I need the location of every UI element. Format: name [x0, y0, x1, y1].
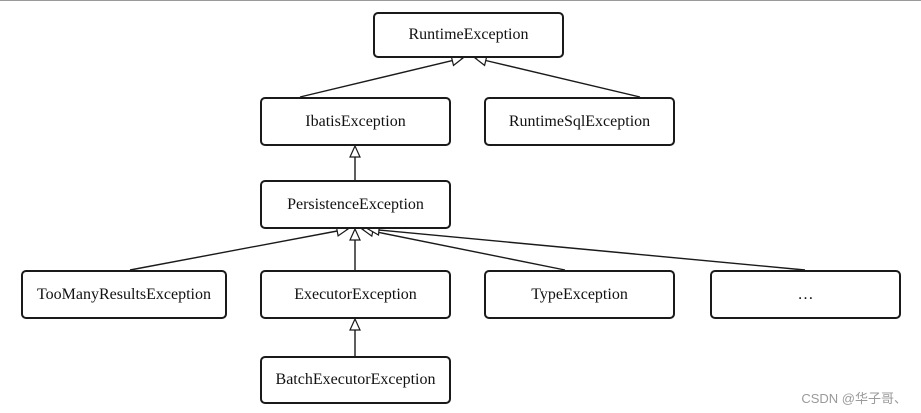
- inheritance-arrowhead-persistence_exception: [349, 144, 361, 158]
- node-runtime-sql-exception: RuntimeSqlException: [484, 97, 675, 146]
- node-batch-executor-exception: BatchExecutorException: [260, 356, 451, 404]
- node-runtime-exception: RuntimeException: [373, 12, 564, 58]
- node-more-ellipsis: …: [710, 270, 901, 319]
- edge-runtime_sql_exception-to-runtime_exception: [485, 59, 641, 98]
- inheritance-arrowhead-batch_executor_exception: [349, 317, 361, 331]
- node-executor-exception: ExecutorException: [260, 270, 451, 319]
- edge-type_exception-to-persistence_exception: [372, 230, 566, 271]
- edge-ibatis_exception-to-runtime_exception: [299, 59, 453, 98]
- top-border-line: [0, 0, 921, 1]
- edge-more-to-persistence_exception: [378, 229, 806, 271]
- edge-too_many_results_exception-to-persistence_exception: [129, 230, 338, 271]
- node-ibatis-exception: IbatisException: [260, 97, 451, 146]
- inheritance-arrowhead-executor_exception: [349, 227, 361, 241]
- node-type-exception: TypeException: [484, 270, 675, 319]
- node-persistence-exception: PersistenceException: [260, 180, 451, 229]
- node-too-many-results-exception: TooManyResultsException: [21, 270, 227, 319]
- watermark: CSDN @华子哥、: [801, 391, 907, 406]
